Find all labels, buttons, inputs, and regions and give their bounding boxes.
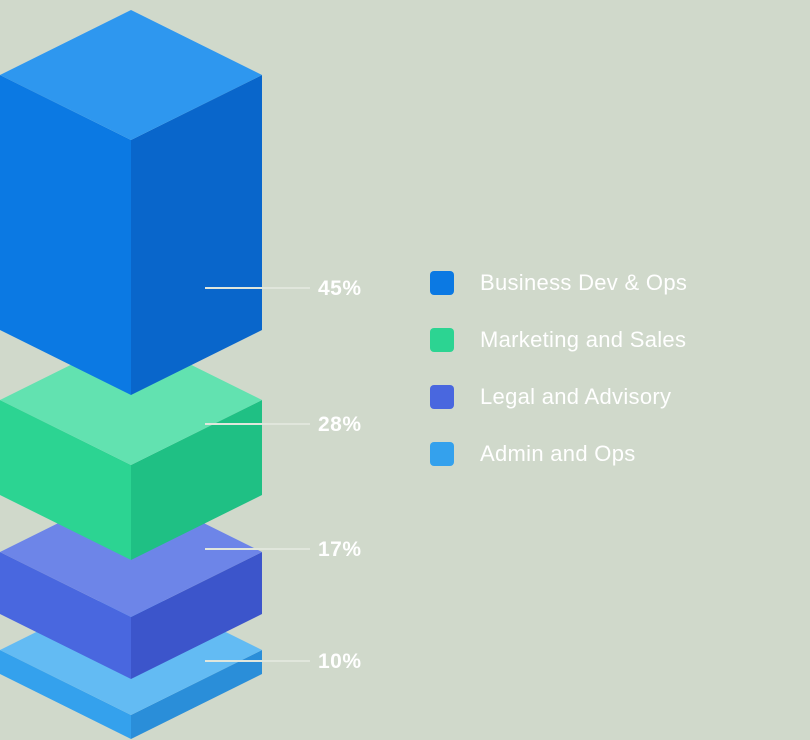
legend-item-marketing-sales: Marketing and Sales	[430, 327, 687, 352]
value-label-admin-ops: 10%	[318, 650, 362, 673]
legend-label: Legal and Advisory	[480, 384, 672, 409]
legend-swatch-icon	[430, 328, 454, 352]
legend: Business Dev & Ops Marketing and Sales L…	[430, 270, 688, 466]
legend-item-business-dev: Business Dev & Ops	[430, 270, 688, 295]
legend-swatch-icon	[430, 442, 454, 466]
legend-swatch-icon	[430, 271, 454, 295]
value-label-business-dev: 45%	[318, 277, 362, 300]
legend-label: Admin and Ops	[480, 441, 636, 466]
value-label-legal-advisory: 17%	[318, 538, 362, 561]
legend-label: Marketing and Sales	[480, 327, 687, 352]
legend-label: Business Dev & Ops	[480, 270, 688, 295]
value-label-marketing-sales: 28%	[318, 413, 362, 436]
legend-swatch-icon	[430, 385, 454, 409]
legend-item-admin-ops: Admin and Ops	[430, 441, 687, 466]
legend-item-legal-advisory: Legal and Advisory	[430, 384, 687, 409]
